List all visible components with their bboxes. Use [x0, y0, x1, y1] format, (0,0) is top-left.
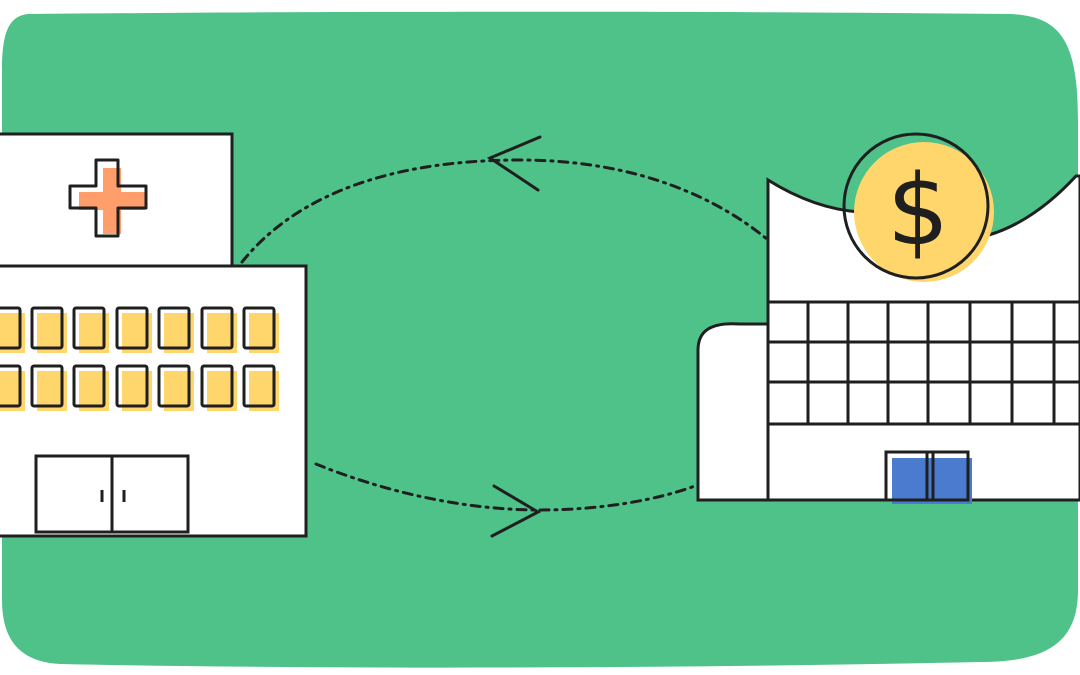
- hospital-window: [200, 364, 234, 408]
- hospital-window: [157, 306, 191, 350]
- hospital-window: [242, 364, 276, 408]
- hospital-window: [200, 306, 234, 350]
- hospital-window: [72, 306, 106, 350]
- hospital-window: [115, 306, 149, 350]
- coin-shadow: [854, 142, 994, 282]
- bank-building-icon: $: [696, 132, 1080, 504]
- hospital-building-icon: [0, 132, 308, 538]
- arrow-to-hospital-icon: [240, 135, 770, 264]
- hospital-window: [30, 306, 64, 350]
- arrow-to-bank-icon: [314, 462, 702, 538]
- dollar-symbol: $: [887, 154, 949, 268]
- hospital-window: [157, 364, 191, 408]
- hospital-window: [72, 364, 106, 408]
- hospital-window: [0, 306, 22, 350]
- hospital-window: [0, 364, 22, 408]
- coin-outline: [842, 132, 990, 280]
- bank-window-grid: [768, 300, 1080, 426]
- hospital-window: [242, 306, 276, 350]
- bank-door-icon: [884, 450, 970, 502]
- hospital-door-icon: [34, 454, 190, 534]
- hospital-windows: [0, 306, 279, 411]
- medical-cross-icon: [68, 158, 148, 238]
- cross-shadow: [79, 168, 145, 234]
- bank-annex: [696, 322, 772, 502]
- hospital-window: [30, 364, 64, 408]
- hospital-window: [115, 364, 149, 408]
